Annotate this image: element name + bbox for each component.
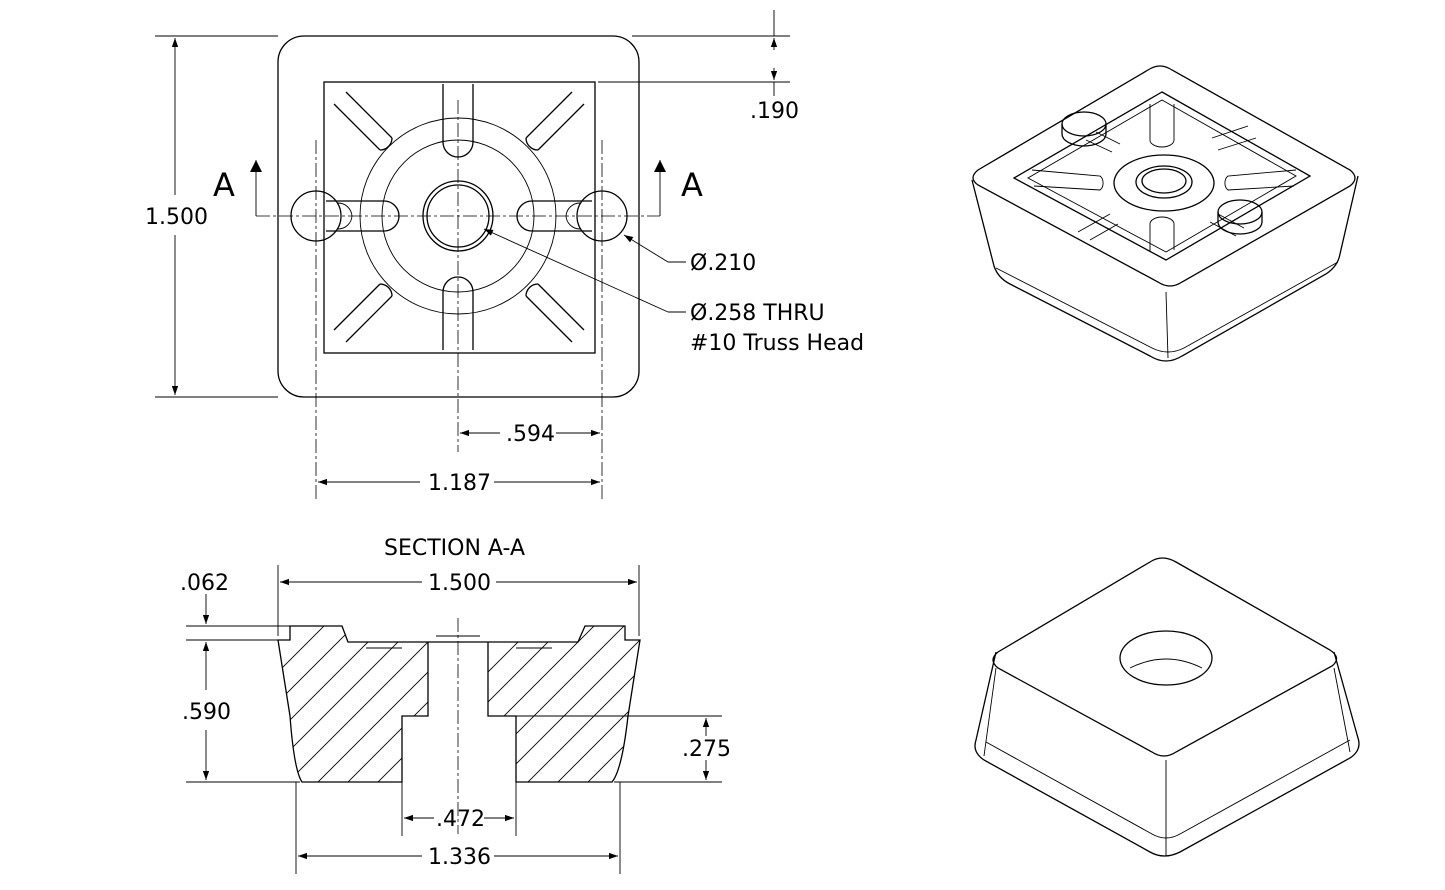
dim-bottom-width-label: 1.336 bbox=[428, 845, 491, 870]
dim-top-width-label: 1.500 bbox=[428, 571, 491, 596]
dim-lip-label: .062 bbox=[180, 571, 229, 596]
radial-ribs bbox=[326, 84, 592, 350]
dim-counterbore-width-label: .472 bbox=[436, 807, 485, 832]
dim-half-spacing-label: .594 bbox=[506, 422, 555, 447]
dim-height-label-section: .590 bbox=[182, 700, 231, 725]
dim-height-label: 1.500 bbox=[145, 205, 208, 230]
dim-counterbore-depth-label: .275 bbox=[682, 737, 731, 762]
section-marker-right: A bbox=[681, 166, 703, 204]
inner-pocket-outline bbox=[323, 81, 596, 354]
dim-hole-note-label: #10 Truss Head bbox=[690, 331, 864, 356]
dim-peg-spacing-label: 1.187 bbox=[428, 471, 491, 496]
iso-bottom-counterbore bbox=[1119, 630, 1213, 686]
iso-top-rim bbox=[972, 65, 1356, 287]
isometric-top-view bbox=[971, 65, 1359, 362]
section-marker-left: A bbox=[213, 166, 235, 204]
outer-body-outline bbox=[277, 35, 640, 398]
dim-rim-label: .190 bbox=[750, 99, 799, 124]
iso-pocket bbox=[1012, 91, 1312, 261]
isometric-bottom-view bbox=[974, 557, 1360, 857]
section-view: SECTION A-A 1.500 bbox=[180, 536, 731, 874]
iso-hub bbox=[1113, 154, 1215, 212]
top-view: A A 1.500 .190 Ø.210 Ø.258 THRU #10 Trus… bbox=[145, 10, 864, 500]
section-title: SECTION A-A bbox=[384, 536, 525, 561]
dim-peg-diameter-label: Ø.210 bbox=[690, 251, 756, 276]
iso-peg-left bbox=[1061, 111, 1107, 137]
iso-peg-right bbox=[1217, 199, 1263, 225]
section-profile bbox=[277, 625, 641, 783]
dim-hole-diameter-label: Ø.258 THRU bbox=[690, 301, 825, 326]
iso-bottom-face bbox=[992, 557, 1338, 757]
